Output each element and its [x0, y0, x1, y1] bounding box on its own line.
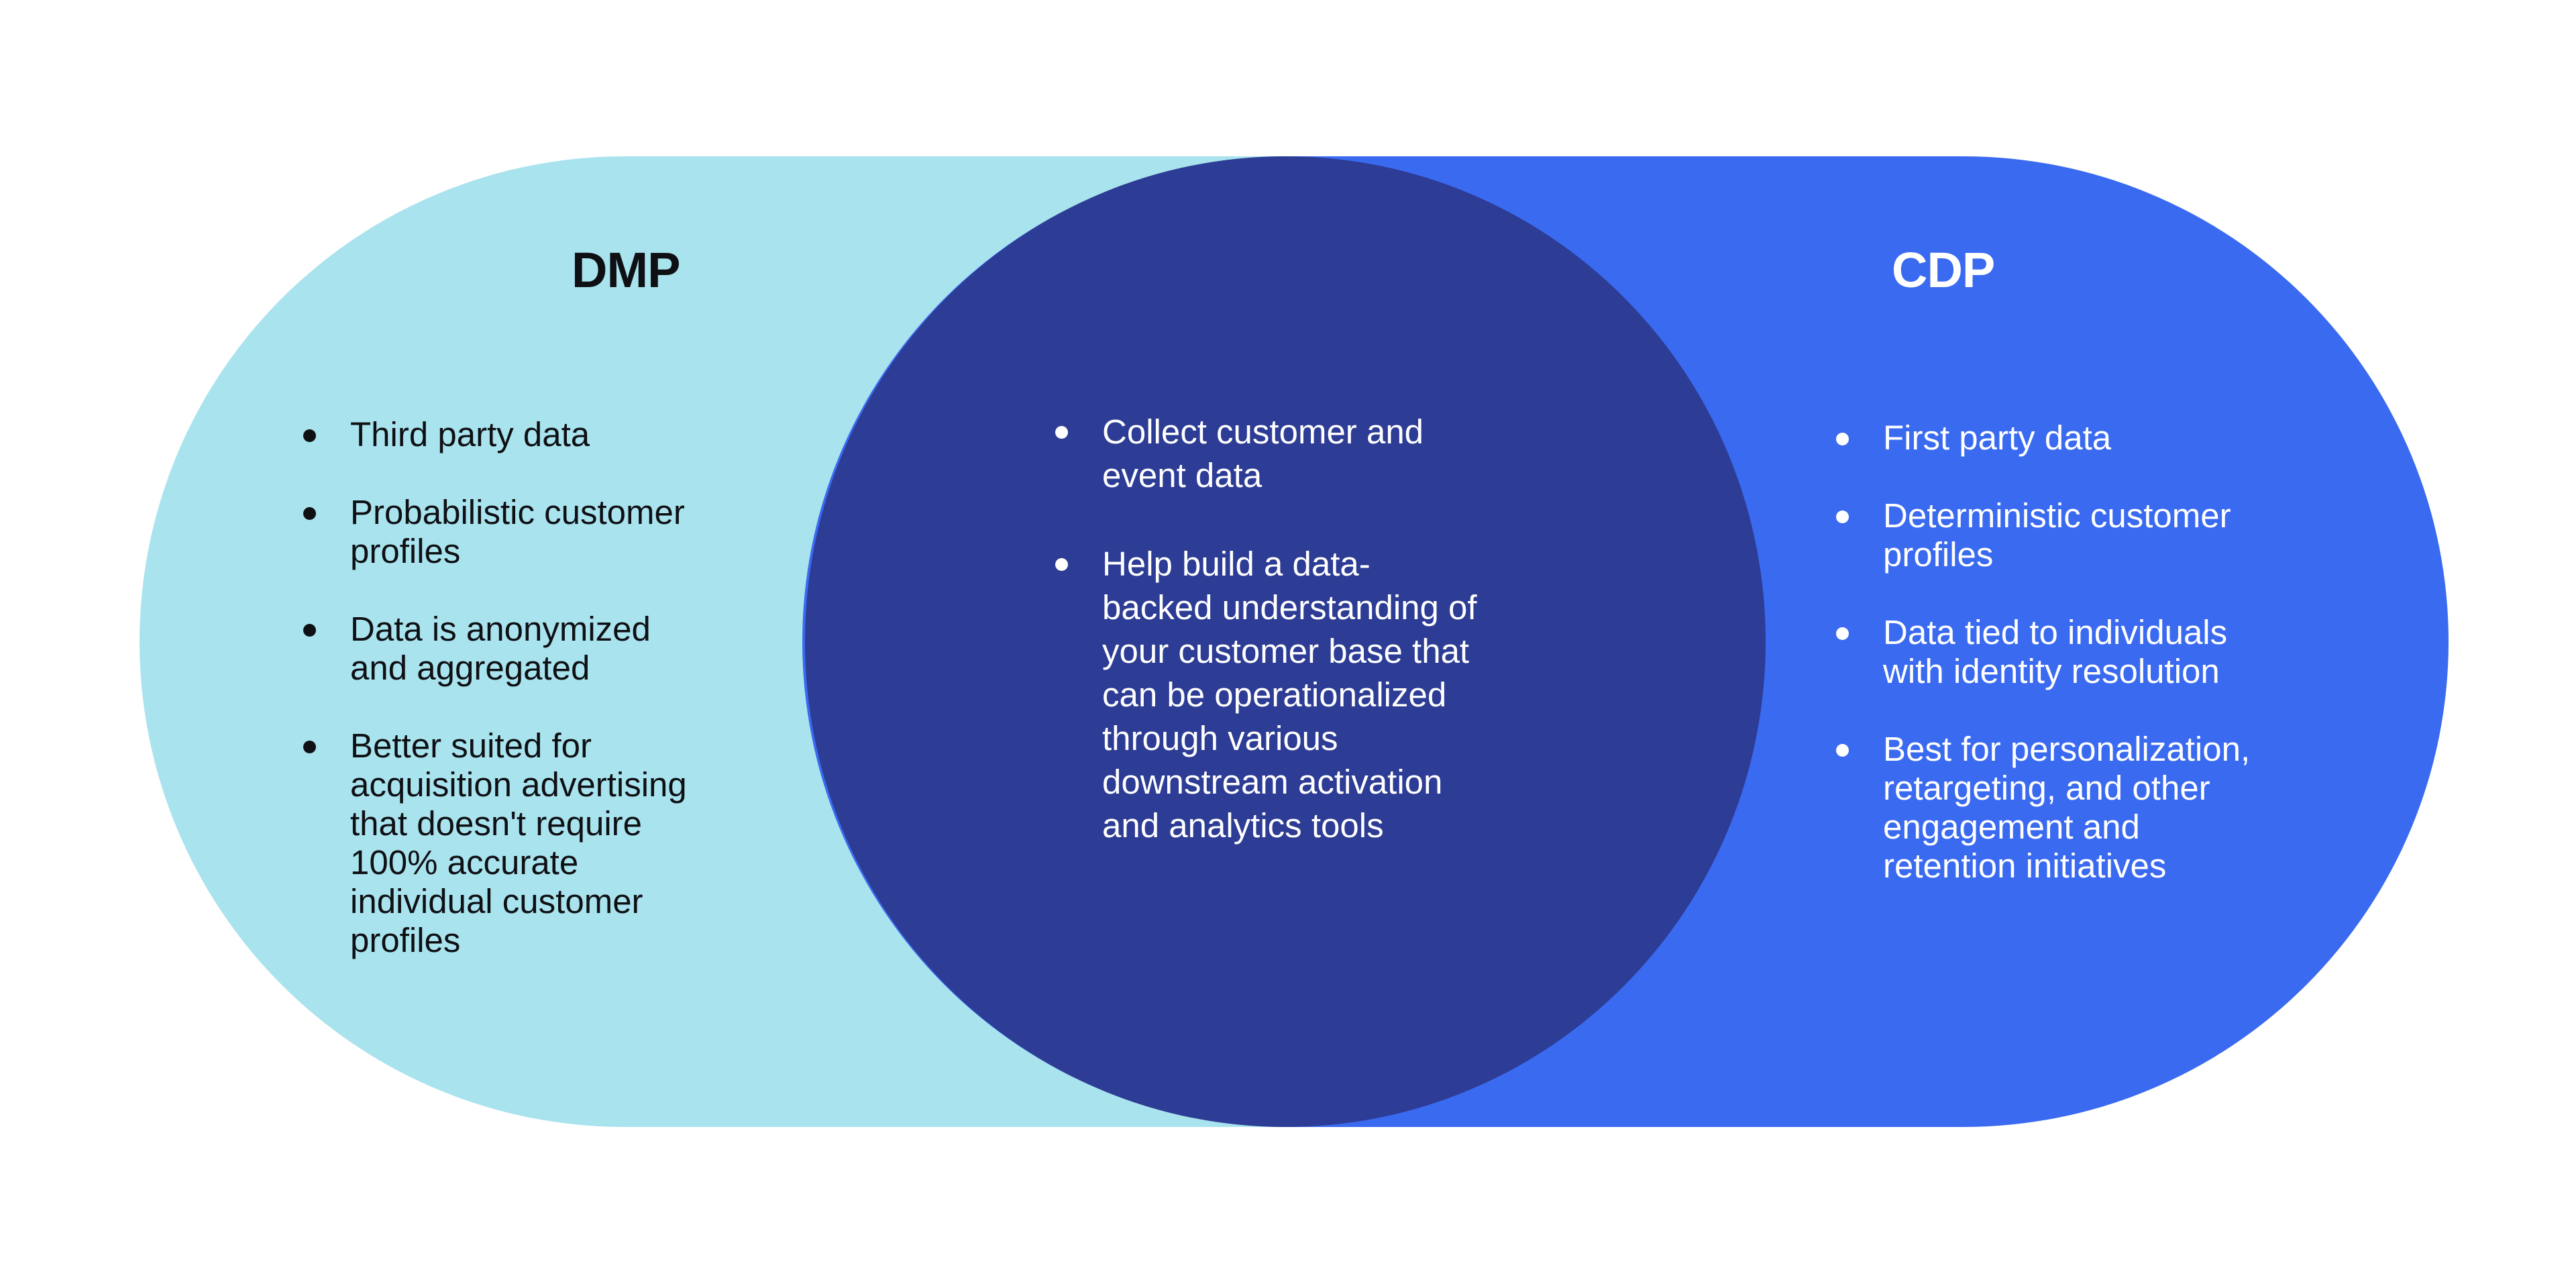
cdp-bullet-3: Data tied to individuals with identity r… [1836, 613, 2359, 691]
dmp-bullet-1: Third party data [303, 415, 826, 454]
dmp-bullet-list: Third party data Probabilistic customer … [303, 415, 826, 960]
overlap-region [805, 156, 1766, 1127]
overlap-bullet-1: Collect customer and event data [1055, 410, 1578, 497]
cdp-bullet-2: Deterministic customer profiles [1836, 496, 2359, 574]
overlap-bullet-2: Help build a data- backed understanding … [1055, 542, 1578, 847]
cdp-title: CDP [1892, 242, 1995, 298]
dmp-bullet-3: Data is anonymized and aggregated [303, 610, 826, 688]
cdp-bullet-4: Best for personalization, retargeting, a… [1836, 730, 2359, 885]
dmp-title: DMP [572, 242, 680, 298]
cdp-bullet-1: First party data [1836, 419, 2359, 458]
cdp-bullet-list: First party data Deterministic customer … [1836, 419, 2359, 885]
dmp-bullet-4: Better suited for acquisition advertisin… [303, 727, 826, 960]
overlap-bullet-list: Collect customer and event data Help bui… [1055, 410, 1578, 847]
dmp-bullet-2: Probabilistic customer profiles [303, 493, 826, 571]
